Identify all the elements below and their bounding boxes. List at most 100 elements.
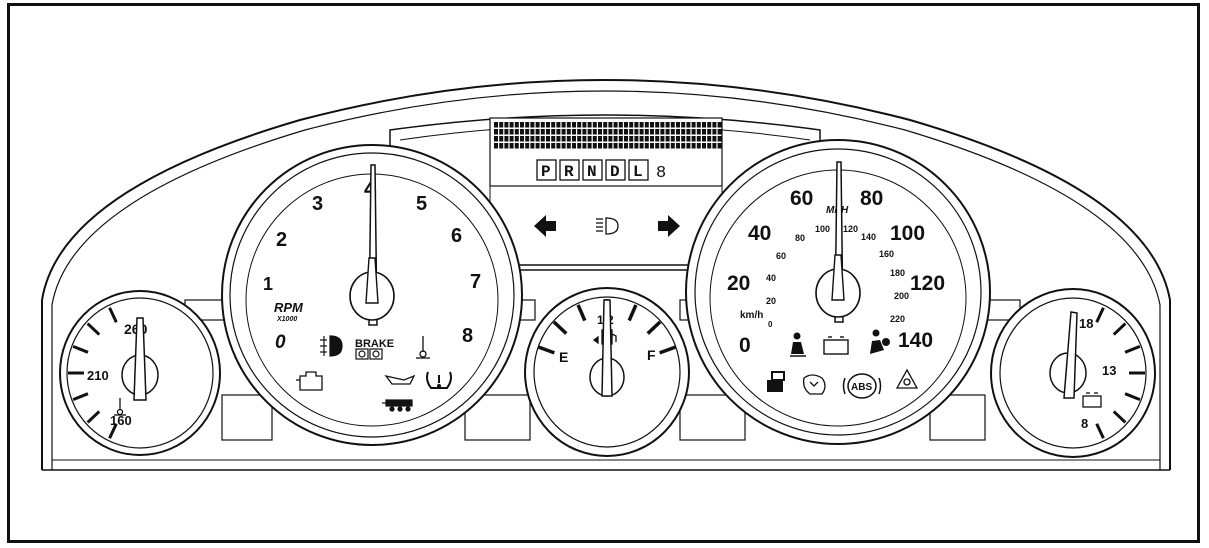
display-pixel bbox=[681, 122, 686, 128]
display-pixel bbox=[530, 143, 535, 149]
display-pixel bbox=[624, 143, 628, 149]
display-pixel bbox=[655, 136, 660, 142]
display-pixel bbox=[629, 122, 634, 128]
display-pixel bbox=[603, 129, 608, 135]
display-pixel bbox=[509, 143, 514, 149]
display-pixel bbox=[634, 122, 639, 128]
tach-label-7: 7 bbox=[470, 271, 481, 293]
display-pixel bbox=[499, 143, 504, 149]
display-pixel bbox=[587, 122, 592, 128]
display-pixel bbox=[535, 136, 540, 142]
display-pixel bbox=[572, 122, 576, 128]
gauge-tick bbox=[659, 345, 677, 355]
display-pixel bbox=[660, 136, 665, 142]
mph-label-120: 120 bbox=[910, 272, 945, 295]
mph-label-140: 140 bbox=[898, 329, 933, 352]
display-pixel bbox=[556, 129, 561, 135]
right-turn-arrow-icon bbox=[658, 215, 680, 237]
display-pixel bbox=[618, 143, 623, 149]
gauge-tick bbox=[86, 410, 101, 424]
display-pixel bbox=[696, 122, 701, 128]
display-pixel bbox=[644, 122, 649, 128]
current-gear-digit: 8 bbox=[656, 164, 666, 183]
display-pixel bbox=[686, 136, 691, 142]
left-turn-arrow-icon bbox=[534, 215, 556, 237]
display-pixel bbox=[639, 122, 644, 128]
gauge-tick bbox=[537, 345, 555, 355]
mph-label-40: 40 bbox=[748, 222, 771, 245]
gauge-tick bbox=[1095, 423, 1105, 439]
tach-label-0: 0 bbox=[275, 332, 286, 353]
engine-temp-warning-icon bbox=[416, 336, 430, 359]
display-pixel bbox=[546, 129, 550, 135]
display-pixel bbox=[587, 143, 592, 149]
display-pixel bbox=[530, 129, 535, 135]
gauge-tick bbox=[1124, 345, 1141, 354]
tach-label-8: 8 bbox=[462, 325, 473, 347]
display-pixel bbox=[540, 122, 545, 128]
display-pixel bbox=[665, 122, 670, 128]
display-pixel bbox=[540, 129, 545, 135]
display-pixel bbox=[644, 136, 649, 142]
fuel-ticks bbox=[537, 299, 677, 355]
display-pixel bbox=[525, 129, 530, 135]
kmh-label-40: 40 bbox=[766, 273, 776, 283]
display-pixel bbox=[561, 129, 566, 135]
display-pixel bbox=[556, 136, 561, 142]
display-pixel bbox=[670, 129, 675, 135]
display-pixel bbox=[509, 136, 514, 142]
display-pixel bbox=[681, 136, 686, 142]
display-pixel bbox=[702, 129, 706, 135]
kmh-label-0: 0 bbox=[768, 320, 773, 329]
display-pixel bbox=[717, 143, 722, 149]
headlamp-icon bbox=[596, 217, 619, 235]
display-pixel bbox=[582, 143, 587, 149]
kmh-label-220: 220 bbox=[890, 314, 905, 324]
display-pixel bbox=[686, 143, 691, 149]
security-icon bbox=[767, 371, 785, 392]
check-engine-icon bbox=[296, 371, 323, 391]
display-pixel bbox=[608, 122, 613, 128]
volt-battery-icon bbox=[1082, 392, 1102, 408]
display-pixel bbox=[712, 143, 717, 149]
display-pixel bbox=[577, 122, 582, 128]
display-pixel bbox=[676, 129, 680, 135]
display-pixel bbox=[712, 136, 717, 142]
traction-control-icon bbox=[802, 374, 826, 395]
display-pixel bbox=[639, 143, 644, 149]
display-pixel bbox=[712, 122, 717, 128]
display-pixel bbox=[691, 136, 696, 142]
display-pixel bbox=[577, 129, 582, 135]
display-pixel bbox=[639, 129, 644, 135]
kmh-label-120: 120 bbox=[843, 224, 858, 234]
display-pixel bbox=[639, 136, 644, 142]
display-pixel bbox=[598, 122, 602, 128]
kmh-label-60: 60 bbox=[776, 251, 786, 261]
display-pixel bbox=[592, 136, 597, 142]
tach-label-5: 5 bbox=[416, 193, 427, 215]
display-pixel bbox=[587, 129, 592, 135]
display-pixel bbox=[577, 143, 582, 149]
display-pixel bbox=[707, 136, 712, 142]
seatbelt-icon bbox=[790, 332, 806, 357]
tire-pressure-icon bbox=[426, 371, 452, 389]
display-pixel bbox=[717, 122, 722, 128]
gauge-tick bbox=[1124, 392, 1141, 401]
display-pixel bbox=[514, 129, 519, 135]
display-pixel bbox=[577, 136, 582, 142]
kmh-label-140: 140 bbox=[861, 232, 876, 242]
display-pixel bbox=[644, 143, 649, 149]
display-pixel bbox=[514, 122, 519, 128]
display-pixel bbox=[681, 143, 686, 149]
display-pixel bbox=[624, 129, 628, 135]
display-pixel bbox=[525, 136, 530, 142]
battery-icon bbox=[823, 336, 849, 355]
abs-icon: ABS bbox=[842, 373, 882, 399]
display-pixel bbox=[650, 122, 654, 128]
display-pixel bbox=[514, 136, 519, 142]
display-pixel bbox=[670, 122, 675, 128]
gauge-tick bbox=[86, 322, 101, 336]
display-pixel bbox=[707, 122, 712, 128]
display-pixel bbox=[644, 129, 649, 135]
display-pixel bbox=[494, 136, 498, 142]
